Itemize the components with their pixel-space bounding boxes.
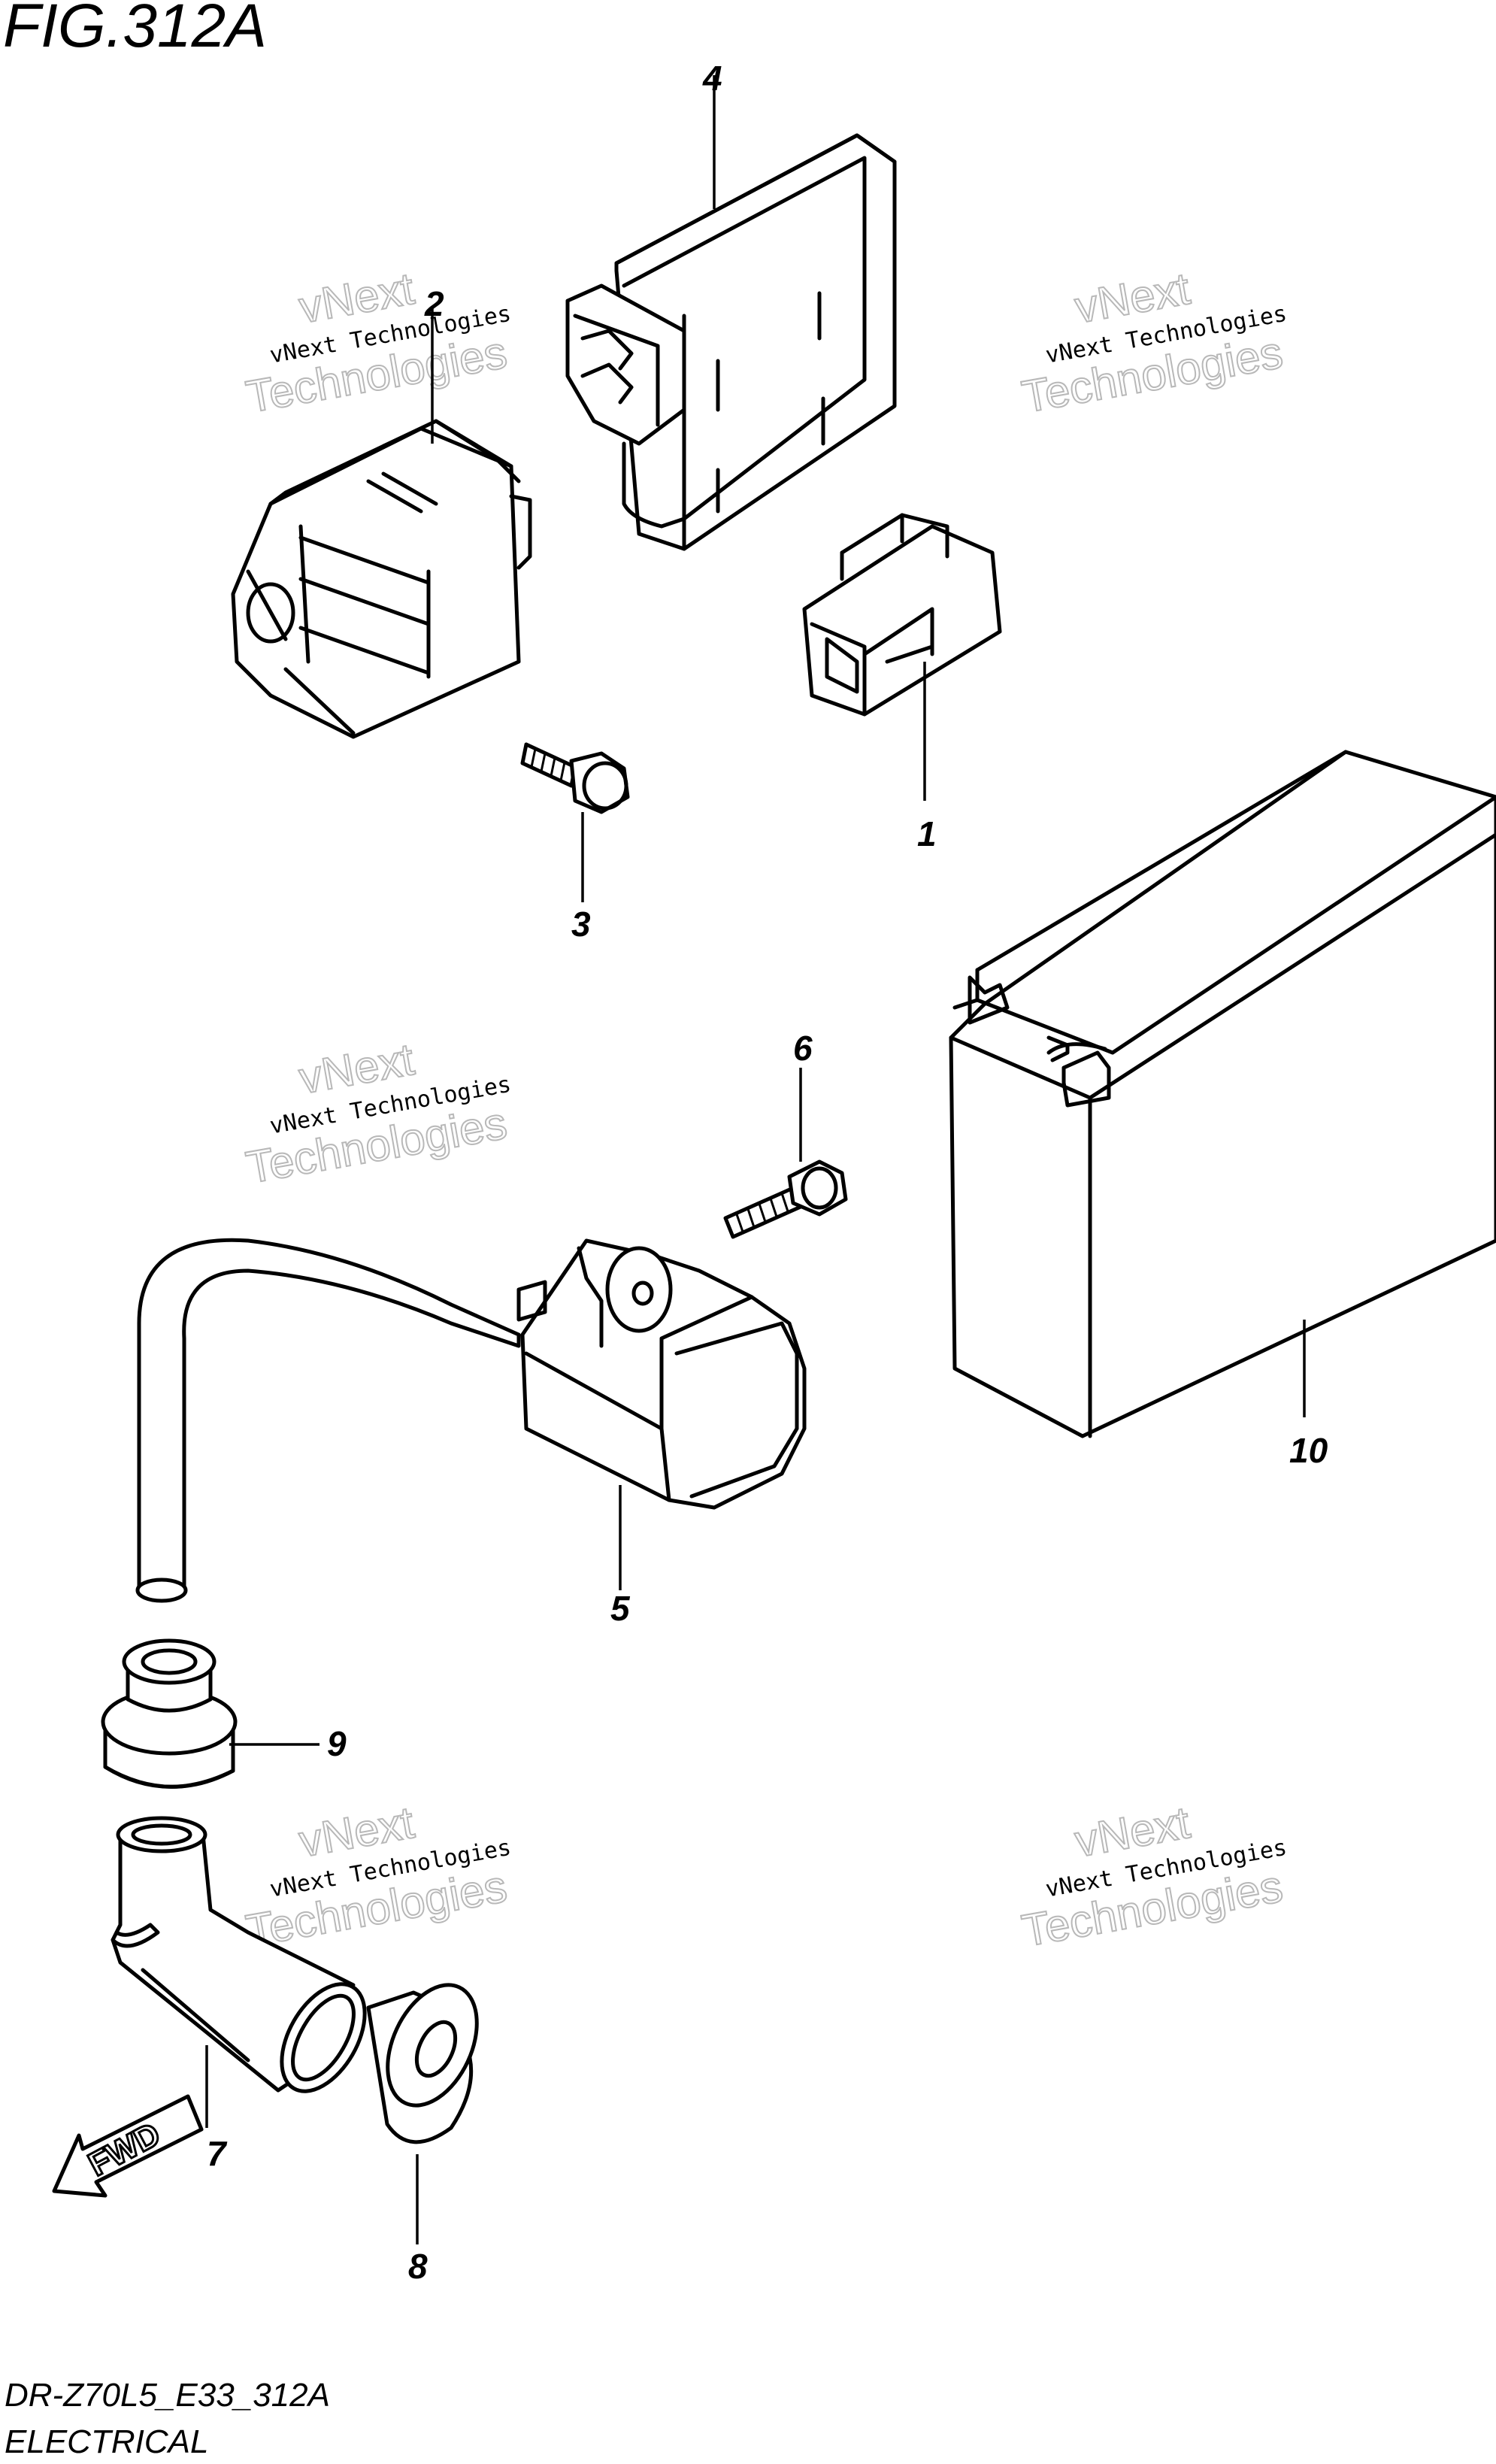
watermark: vNext vNext Technologies Technologies	[242, 1033, 513, 1194]
part-2-regulator	[231, 419, 532, 739]
callout-8: 8	[408, 2247, 428, 2286]
watermark: vNext vNext Technologies Technologies	[242, 262, 513, 423]
callout-3: 3	[571, 905, 591, 944]
part-3-bolt	[520, 742, 630, 814]
part-7-plug-cap	[111, 1816, 367, 2093]
watermark: vNext vNext Technologies Technologies	[1018, 1796, 1289, 1957]
callout-2: 2	[424, 284, 444, 323]
leader-lines	[205, 75, 1306, 2244]
part-10-battery	[949, 750, 1496, 1438]
callout-1: 1	[917, 814, 937, 853]
figure-title: FIG.312A	[3, 0, 267, 60]
callout-5: 5	[610, 1589, 631, 1628]
callout-9: 9	[327, 1724, 347, 1763]
figure-section: ELECTRICAL	[5, 2423, 208, 2460]
part-5-ignition-coil	[135, 1238, 807, 1603]
part-8-boot	[366, 1983, 479, 2144]
callout-7: 7	[207, 2134, 228, 2173]
callout-10: 10	[1289, 1431, 1328, 1470]
part-1-connector	[802, 513, 1002, 717]
watermark: vNext vNext Technologies Technologies	[242, 1796, 513, 1957]
watermark: vNext vNext Technologies Technologies	[1018, 262, 1289, 423]
part-4-cdi-unit	[565, 133, 897, 551]
figure-code: DR-Z70L5_E33_312A	[5, 2377, 330, 2414]
callout-6: 6	[793, 1029, 813, 1068]
part-9-grommet	[101, 1638, 238, 1789]
part-6-bolt	[723, 1159, 848, 1239]
callout-4: 4	[702, 59, 722, 98]
fwd-arrow-icon: FWD	[52, 2094, 204, 2198]
svg-text:FWD: FWD	[83, 2116, 166, 2184]
